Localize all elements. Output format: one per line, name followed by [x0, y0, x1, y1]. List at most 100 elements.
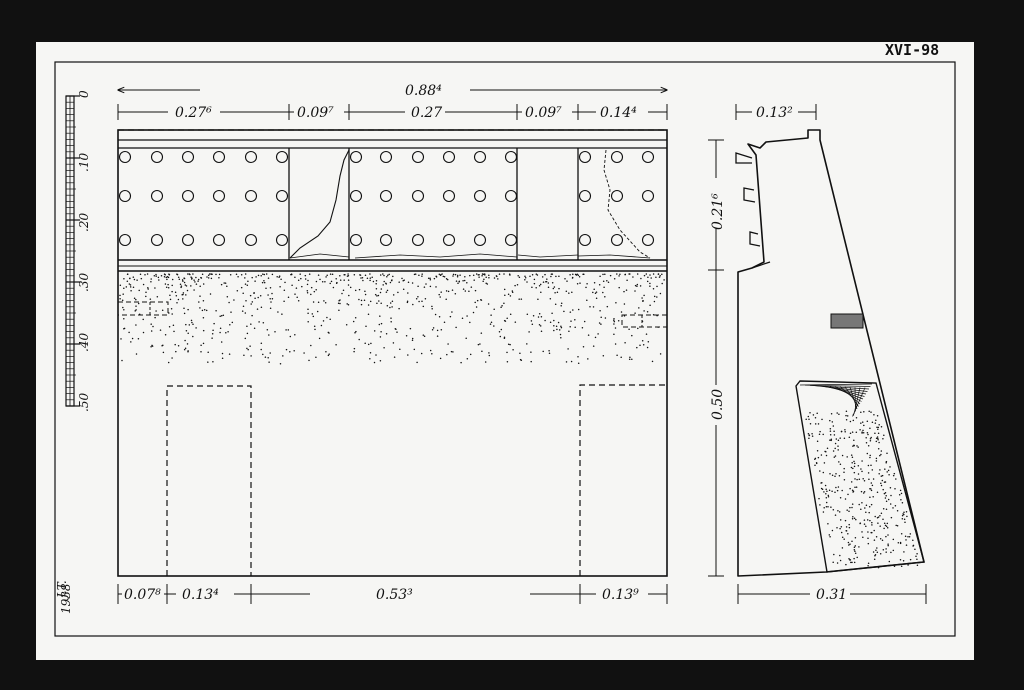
stipple-dot: [126, 273, 129, 275]
stipple-dot: [587, 358, 589, 360]
stipple-dot: [616, 354, 618, 357]
stipple-dot: [367, 313, 370, 316]
stipple-dot: [503, 302, 505, 305]
stipple-dot: [183, 312, 186, 315]
stipple-dot: [836, 412, 838, 414]
stipple-dot: [558, 287, 560, 290]
stipple-dot: [390, 317, 392, 319]
stipple-dot: [241, 310, 244, 312]
stipple-dot: [613, 317, 615, 320]
stipple-dot: [509, 343, 511, 346]
bottom-dim-3: 0.53³: [376, 587, 413, 603]
stipple-dot: [427, 277, 430, 279]
stipple-dot: [383, 280, 385, 283]
stipple-dot: [852, 491, 854, 493]
stipple-dot: [327, 331, 330, 334]
stipple-dot: [656, 296, 658, 298]
stipple-dot: [603, 286, 605, 288]
stipple-dot: [339, 299, 341, 301]
stipple-dot: [244, 283, 247, 285]
stipple-dot: [639, 285, 642, 287]
dowel-hole: [473, 150, 487, 164]
stipple-dot: [549, 321, 552, 324]
stipple-dot: [167, 283, 169, 286]
stipple-dot: [269, 287, 272, 289]
stipple-dot: [306, 283, 309, 286]
scale-label-20: .20: [77, 213, 91, 232]
stipple-dot: [863, 519, 866, 521]
stipple-dot: [833, 430, 835, 433]
stipple-dot: [876, 547, 878, 549]
stipple-dot: [311, 313, 314, 315]
stipple-dot: [269, 307, 272, 310]
stipple-dot: [885, 495, 887, 497]
stipple-dot: [549, 297, 552, 300]
stipple-dot: [850, 481, 853, 483]
stipple-dot: [207, 277, 210, 279]
stipple-dot: [875, 535, 878, 538]
stipple-dot: [661, 282, 663, 285]
stipple-dot: [861, 460, 863, 462]
stipple-dot: [875, 549, 877, 551]
stipple-dot: [154, 316, 156, 319]
stipple-dot: [119, 294, 121, 297]
stipple-dot: [896, 510, 899, 512]
stipple-dot: [188, 324, 191, 326]
stipple-dot: [150, 323, 152, 325]
drawing-year: 1938: [59, 583, 73, 614]
stipple-dot: [851, 503, 854, 505]
stipple-dot: [271, 292, 273, 295]
stipple-dot: [636, 283, 639, 286]
stipple-dot: [323, 300, 325, 302]
stipple-dot: [564, 277, 566, 280]
stipple-dot: [284, 281, 286, 284]
stipple-dot: [310, 293, 312, 296]
stipple-dot: [389, 281, 392, 284]
top-dim-4: 0.09⁷: [525, 105, 562, 121]
stipple-dot: [870, 436, 872, 439]
stipple-dot: [821, 418, 823, 421]
stipple-dot: [389, 306, 391, 309]
stipple-dot: [348, 294, 350, 297]
stipple-dot: [371, 276, 373, 278]
stipple-dot: [123, 309, 125, 311]
stipple-dot: [839, 527, 841, 530]
stipple-dot: [487, 303, 490, 305]
stipple-dot: [885, 525, 888, 527]
dowel-hole: [275, 189, 289, 203]
stipple-dot: [440, 329, 443, 331]
stipple-dot: [827, 505, 829, 508]
stipple-dot: [904, 535, 907, 538]
stipple-dot: [153, 275, 156, 277]
stipple-dot: [567, 348, 569, 350]
stipple-dot: [163, 275, 166, 278]
stipple-dot: [137, 338, 140, 340]
stipple-dot: [312, 301, 315, 303]
stipple-dot: [161, 344, 163, 347]
stipple-dot: [542, 281, 545, 283]
stipple-dot: [182, 280, 184, 282]
stipple-dot: [853, 460, 855, 463]
stipple-dot: [819, 470, 821, 472]
stipple-dot: [509, 274, 511, 276]
stipple-dot: [465, 337, 467, 340]
stipple-dot: [867, 564, 869, 567]
stipple-dot: [873, 539, 876, 541]
stipple-dot: [258, 321, 260, 323]
stipple-dot: [242, 305, 245, 308]
stipple-dot: [315, 280, 318, 283]
stipple-dot: [884, 468, 886, 470]
dowel-hole: [473, 233, 487, 247]
stipple-dot: [279, 363, 282, 365]
stipple-dot: [574, 326, 576, 329]
stipple-dot: [886, 527, 889, 529]
stipple-dot: [183, 307, 185, 309]
stipple-dot: [506, 317, 508, 319]
stipple-dot: [827, 523, 829, 525]
stipple-dot: [301, 285, 303, 288]
stipple-dot: [398, 307, 400, 310]
stipple-dot: [554, 303, 557, 306]
stipple-dot: [850, 466, 853, 469]
stipple-dot: [407, 281, 410, 284]
stipple-dot: [820, 482, 822, 484]
